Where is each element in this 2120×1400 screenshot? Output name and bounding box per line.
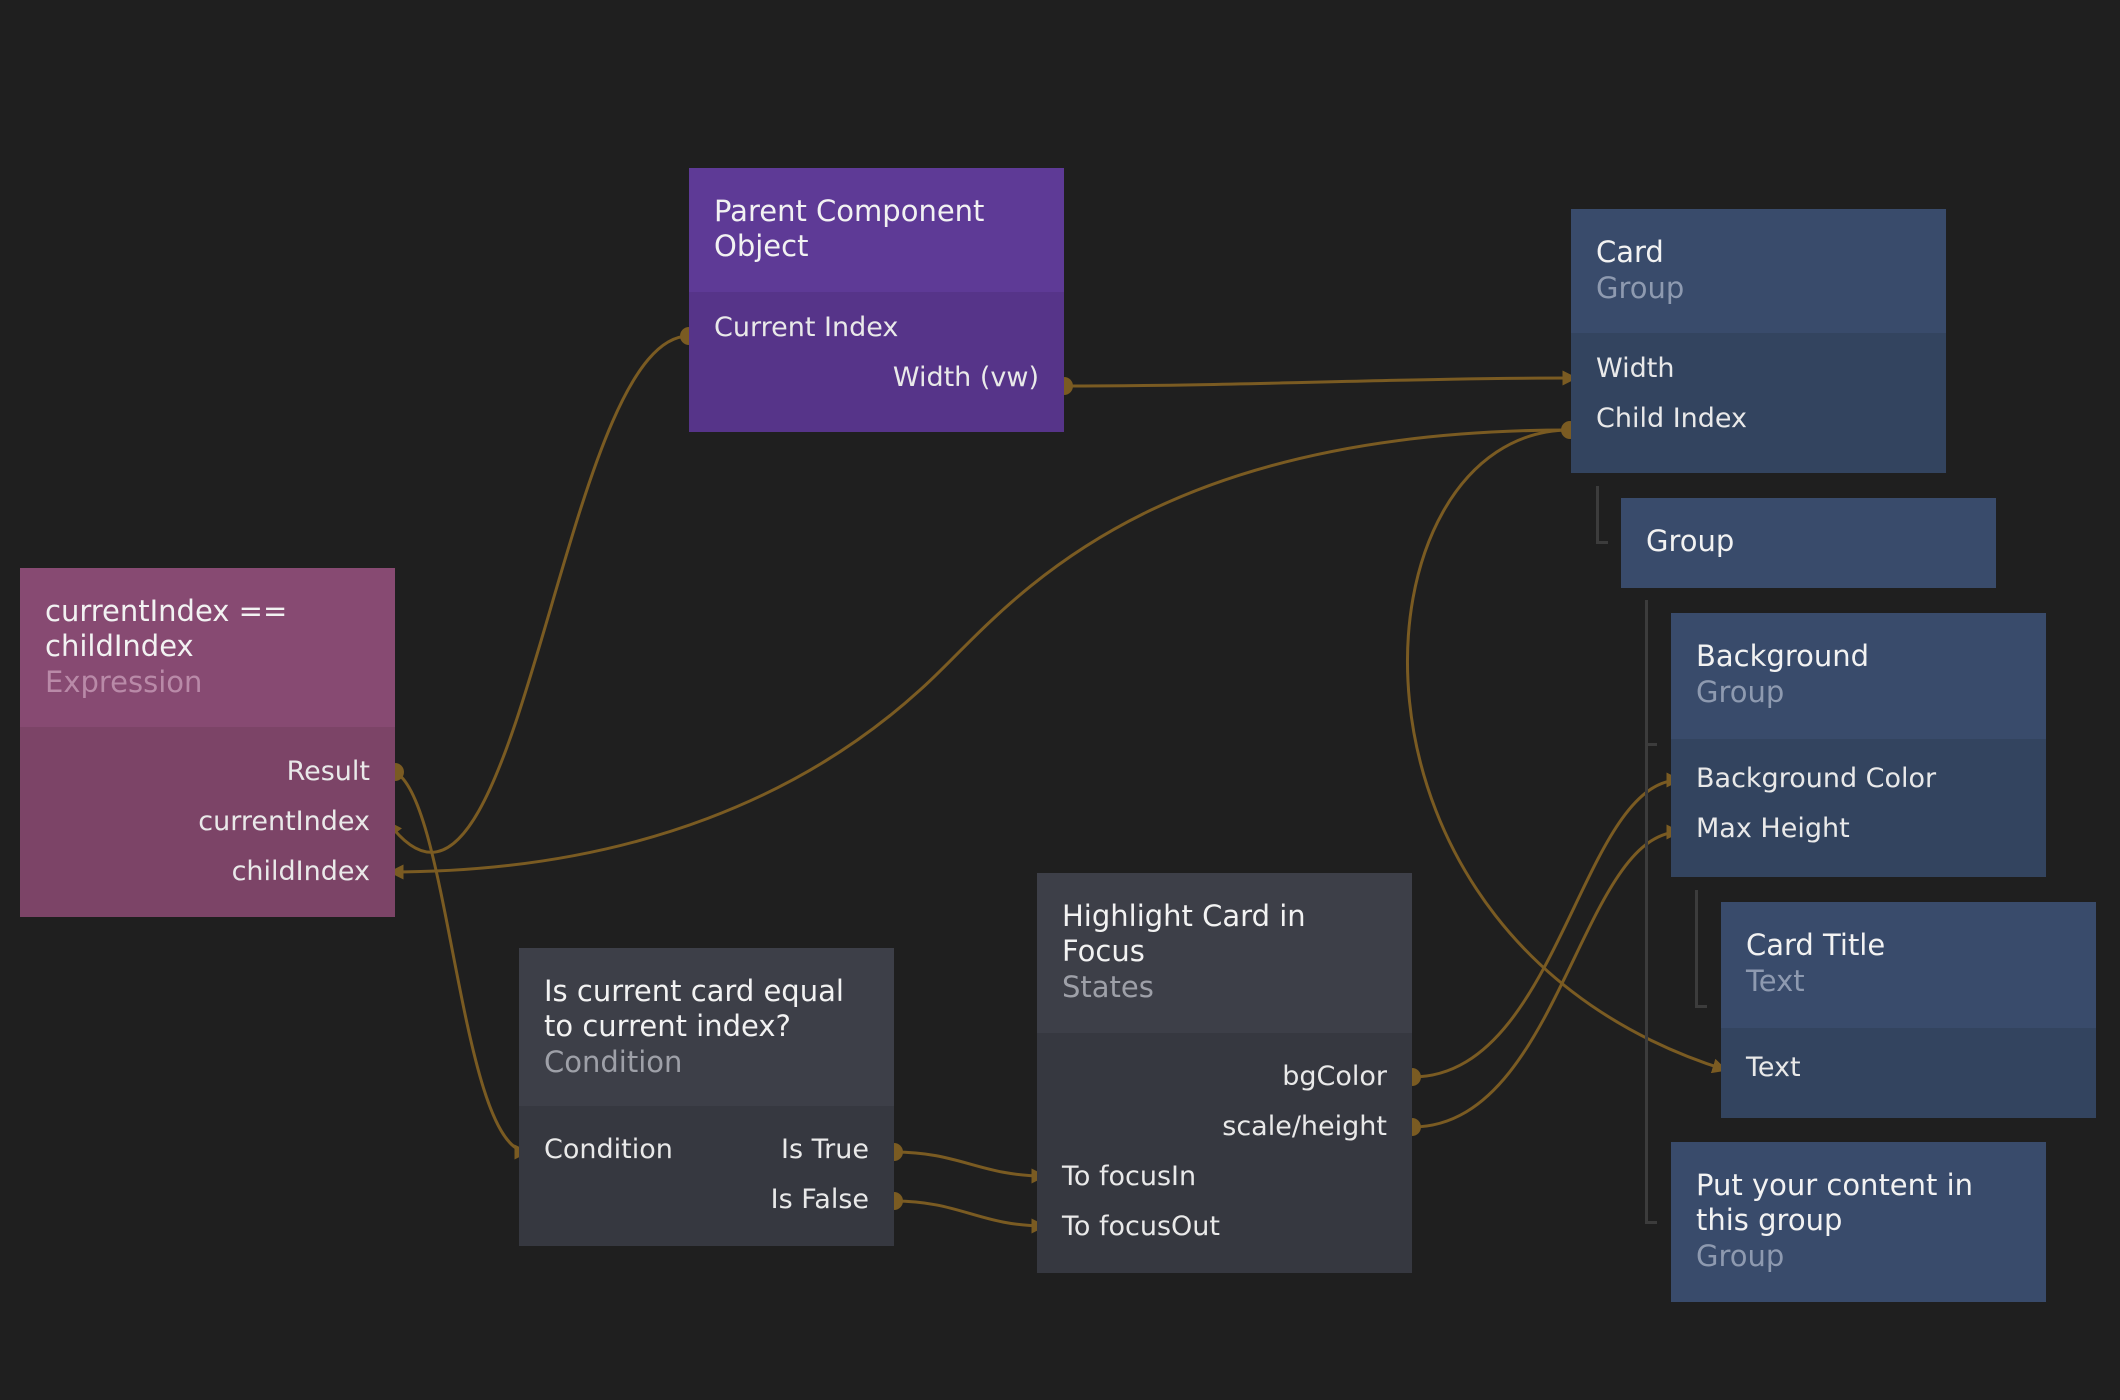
node-header[interactable]: Put your content in this group Group <box>1671 1142 2046 1302</box>
node-parent-component-object[interactable]: Parent Component Object Current Index Wi… <box>689 168 1064 432</box>
port-condition[interactable]: Condition <box>544 1134 673 1165</box>
port-text[interactable]: Text <box>1746 1052 1801 1083</box>
node-ports: Text <box>1721 1028 2096 1118</box>
node-card-title[interactable]: Card Title Text Text <box>1721 902 2096 1118</box>
node-type: Group <box>1696 1239 1785 1273</box>
node-expression[interactable]: currentIndex == childIndex Expression Re… <box>20 568 395 917</box>
node-header[interactable]: Parent Component Object <box>689 168 1064 292</box>
node-title: Card Title <box>1746 928 1886 962</box>
node-title: currentIndex == childIndex <box>45 594 288 663</box>
node-ports: Background Color Max Height <box>1671 739 2046 877</box>
node-header[interactable]: currentIndex == childIndex Expression <box>20 568 395 727</box>
wire-bg-color[interactable] <box>1411 772 1682 1079</box>
port-max-height[interactable]: Max Height <box>1696 813 1850 844</box>
node-type: Expression <box>45 665 203 699</box>
port-bg-color[interactable]: bgColor <box>1282 1061 1387 1092</box>
tree-line-horizontal-4 <box>1695 1005 1707 1008</box>
port-is-true[interactable]: Is True <box>781 1134 869 1165</box>
node-ports: Result currentIndex childIndex <box>20 727 395 917</box>
node-type: Condition <box>544 1045 683 1079</box>
node-type: Group <box>1696 675 1785 709</box>
wire-width[interactable] <box>1063 370 1578 388</box>
port-width[interactable]: Width <box>1596 353 1675 384</box>
port-result[interactable]: Result <box>286 756 370 787</box>
tree-line-vertical-3 <box>1695 890 1698 1008</box>
node-title: Parent Component Object <box>714 194 985 263</box>
node-title: Is current card equal to current index? <box>544 974 844 1043</box>
port-width-vw[interactable]: Width (vw) <box>892 362 1039 393</box>
port-background-color[interactable]: Background Color <box>1696 763 1937 794</box>
node-ports: Condition Is True Is False <box>519 1106 894 1246</box>
node-header[interactable]: Is current card equal to current index? … <box>519 948 894 1106</box>
node-title: Background <box>1696 639 1870 673</box>
port-scale-height[interactable]: scale/height <box>1222 1111 1387 1142</box>
node-type: Group <box>1596 271 1685 305</box>
node-header[interactable]: Highlight Card in Focus States <box>1037 873 1412 1033</box>
wire-result-condition[interactable] <box>394 770 530 1160</box>
tree-line-horizontal-1 <box>1596 541 1608 544</box>
tree-line-vertical-1 <box>1596 486 1599 544</box>
node-condition[interactable]: Is current card equal to current index? … <box>519 948 894 1246</box>
node-ports: Width Child Index <box>1571 333 1946 473</box>
port-current-index[interactable]: currentIndex <box>198 806 370 837</box>
node-title: Group <box>1646 524 1735 558</box>
tree-line-vertical-2 <box>1645 600 1648 1224</box>
wire-child-index-text[interactable] <box>1406 428 1728 1074</box>
tree-line-horizontal-3 <box>1645 1221 1657 1224</box>
node-header[interactable]: Card Title Text <box>1721 902 2096 1028</box>
port-child-index[interactable]: Child Index <box>1596 403 1748 434</box>
node-header[interactable]: Group <box>1621 498 1996 588</box>
node-title: Put your content in this group <box>1696 1168 1974 1237</box>
node-header[interactable]: Card Group <box>1571 209 1946 333</box>
node-group[interactable]: Group <box>1621 498 1996 588</box>
wire-is-true[interactable] <box>893 1150 1047 1184</box>
node-title: Card <box>1596 235 1664 269</box>
port-to-focus-out[interactable]: To focusOut <box>1062 1211 1221 1242</box>
port-to-focus-in[interactable]: To focusIn <box>1062 1161 1197 1192</box>
node-card[interactable]: Card Group Width Child Index <box>1571 209 1946 473</box>
wire-current-index[interactable] <box>386 334 690 854</box>
node-background[interactable]: Background Group Background Color Max He… <box>1671 613 2046 877</box>
port-child-index[interactable]: childIndex <box>231 856 370 887</box>
wire-scale-height[interactable] <box>1411 824 1682 1129</box>
wire-is-false[interactable] <box>893 1199 1047 1234</box>
node-content-group[interactable]: Put your content in this group Group <box>1671 1142 2046 1302</box>
node-ports: bgColor scale/height To focusIn To focus… <box>1037 1033 1412 1273</box>
node-title: Highlight Card in Focus <box>1062 899 1306 968</box>
tree-line-horizontal-2 <box>1645 743 1657 746</box>
node-states[interactable]: Highlight Card in Focus States bgColor s… <box>1037 873 1412 1273</box>
port-current-index[interactable]: Current Index <box>714 312 899 343</box>
node-type: Text <box>1746 964 1805 998</box>
port-is-false[interactable]: Is False <box>770 1184 869 1215</box>
node-ports: Current Index Width (vw) <box>689 292 1064 432</box>
wire-child-index-expression[interactable] <box>388 428 1571 880</box>
node-header[interactable]: Background Group <box>1671 613 2046 739</box>
node-type: States <box>1062 970 1154 1004</box>
